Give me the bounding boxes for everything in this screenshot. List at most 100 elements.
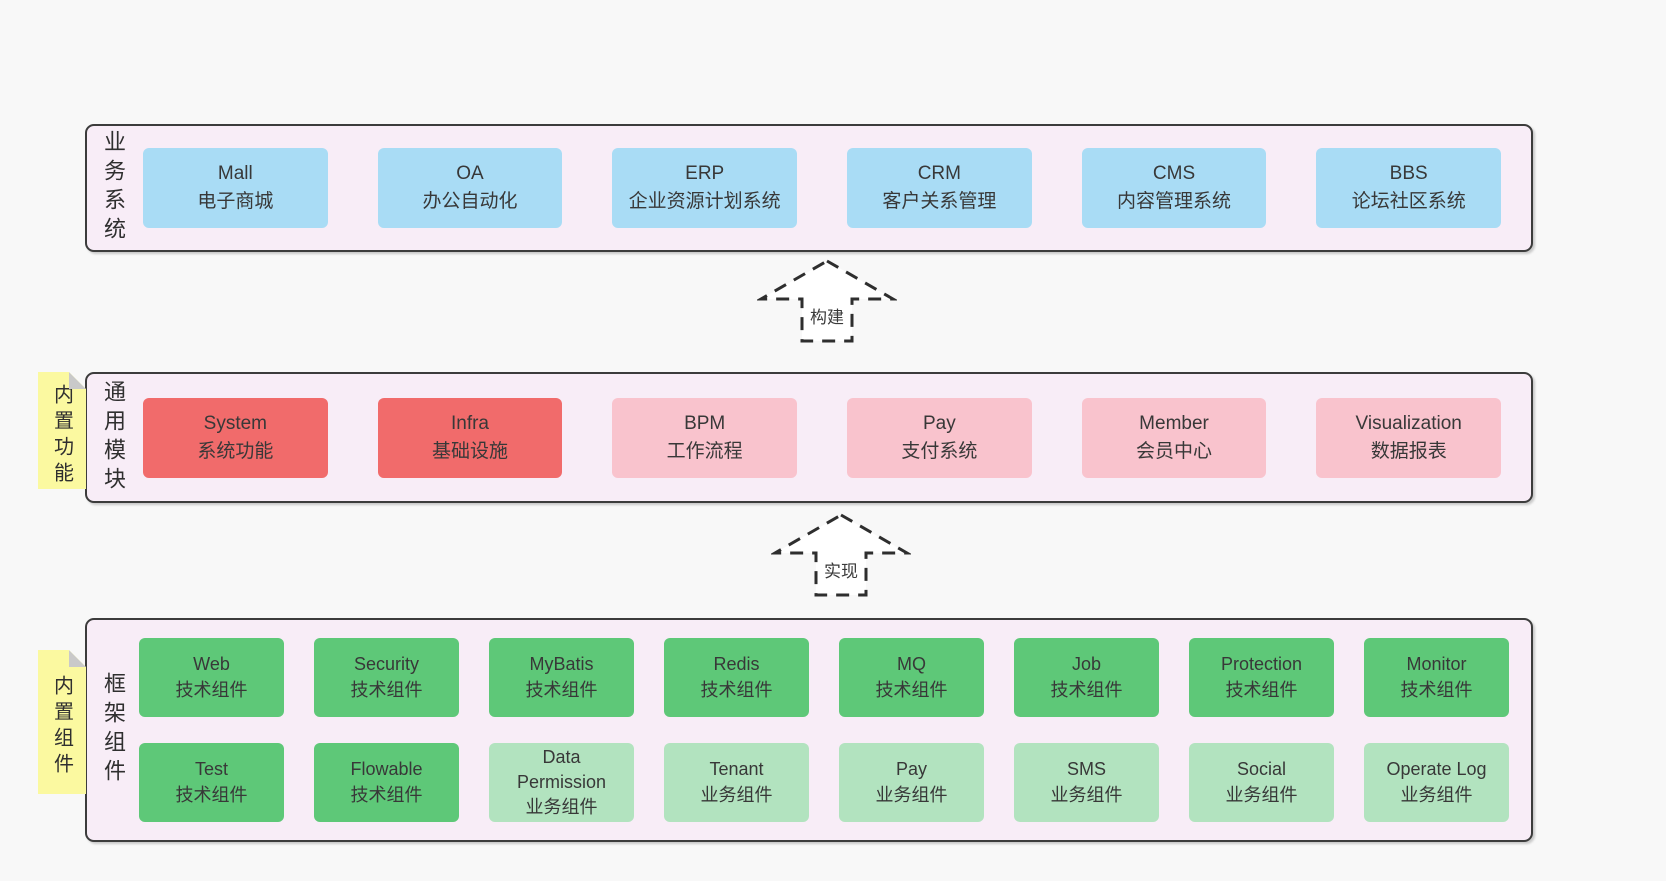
- up-arrow-icon: [771, 513, 911, 597]
- box-title: Visualization: [1355, 412, 1462, 434]
- box-subtitle: 业务组件: [700, 784, 773, 805]
- box-monitor: Monitor 技术组件: [1364, 638, 1509, 717]
- arrow-build-label: 构建: [806, 302, 848, 329]
- box-subtitle: 业务组件: [1225, 784, 1298, 805]
- box-subtitle: 内容管理系统: [1117, 191, 1232, 212]
- box-subtitle: 系统功能: [197, 440, 274, 462]
- box-subtitle: 技术组件: [350, 784, 423, 805]
- sticky-fold-corner-icon: [69, 650, 86, 667]
- box-subtitle: 电子商城: [197, 191, 274, 212]
- box-title: Operate Log: [1386, 759, 1487, 780]
- box-subtitle: 业务组件: [1050, 784, 1123, 805]
- box-title: Test: [194, 759, 228, 780]
- box-title: Social: [1236, 759, 1287, 780]
- box-title: Member: [1139, 412, 1209, 434]
- box-title: BBS: [1389, 163, 1428, 185]
- box-title: Job: [1071, 654, 1102, 675]
- box-title: Mall: [217, 163, 253, 185]
- box-title: Protection: [1220, 654, 1303, 675]
- box-title: OA: [456, 163, 484, 185]
- box-subtitle: 技术组件: [175, 784, 248, 805]
- box-mall: Mall 电子商城: [143, 148, 328, 228]
- modules-boxes-row: System 系统功能 Infra 基础设施 BPM 工作流程 Pay 支付系统…: [135, 397, 1515, 478]
- box-title: BPM: [684, 412, 726, 434]
- sticky-label: 内置功能: [50, 383, 73, 488]
- box-title: CRM: [917, 163, 961, 185]
- box-protection: Protection 技术组件: [1189, 638, 1334, 717]
- box-subtitle: 技术组件: [700, 679, 773, 700]
- box-title: Tenant: [709, 759, 764, 780]
- box-subtitle: 论坛社区系统: [1351, 191, 1466, 212]
- arrow-implement: 实现: [771, 512, 911, 598]
- panel-common-modules: 内置功能 通用模块 System 系统功能 Infra 基础设施 BPM 工作流…: [85, 372, 1533, 503]
- box-subtitle: 办公自动化: [422, 191, 518, 212]
- box-social: Social 业务组件: [1189, 743, 1334, 822]
- box-subtitle: 支付系统: [901, 440, 978, 462]
- box-title: Pay: [895, 759, 928, 780]
- sticky-note-built-in-components: 内置组件: [38, 650, 86, 794]
- box-title: Flowable: [350, 759, 423, 780]
- box-title: Redis: [713, 654, 760, 675]
- box-subtitle: 业务组件: [525, 797, 598, 818]
- arrow-build: 构建: [757, 258, 897, 344]
- box-subtitle: 技术组件: [1400, 679, 1473, 700]
- box-subtitle: 数据报表: [1370, 440, 1447, 462]
- box-flowable: Flowable 技术组件: [314, 743, 459, 822]
- box-title: Monitor: [1406, 654, 1467, 675]
- side-label-framework-components: 框架组件: [101, 672, 126, 788]
- box-cms: CMS 内容管理系统: [1081, 148, 1267, 228]
- up-arrow-icon: [757, 259, 897, 343]
- box-subtitle: 技术组件: [875, 679, 948, 700]
- box-title: CMS: [1152, 163, 1196, 185]
- box-redis: Redis 技术组件: [664, 638, 809, 717]
- box-subtitle: 业务组件: [875, 784, 948, 805]
- box-subtitle: 企业资源计划系统: [628, 191, 781, 212]
- box-subtitle: 技术组件: [1050, 679, 1123, 700]
- box-pay-component: Pay 业务组件: [839, 743, 984, 822]
- box-visualization: Visualization 数据报表: [1316, 397, 1502, 478]
- box-title: MQ: [897, 654, 926, 675]
- box-bpm: BPM 工作流程: [612, 397, 798, 478]
- arrow-implement-label: 实现: [820, 556, 862, 583]
- box-subtitle: 业务组件: [1400, 784, 1473, 805]
- components-row-2: Test 技术组件 Flowable 技术组件 Data Permission …: [139, 743, 1509, 822]
- side-label-common-modules: 通用模块: [101, 379, 126, 496]
- box-web: Web 技术组件: [139, 638, 284, 717]
- box-job: Job 技术组件: [1014, 638, 1159, 717]
- box-pay-system: Pay 支付系统: [847, 397, 1032, 478]
- box-security: Security 技术组件: [314, 638, 459, 717]
- sticky-fold-corner-icon: [69, 372, 86, 389]
- box-subtitle: 技术组件: [350, 679, 423, 700]
- box-test: Test 技术组件: [139, 743, 284, 822]
- box-mq: MQ 技术组件: [839, 638, 984, 717]
- box-title: MyBatis: [529, 654, 594, 675]
- box-subtitle: 技术组件: [525, 679, 598, 700]
- box-title: SMS: [1066, 759, 1106, 780]
- box-operate-log: Operate Log 业务组件: [1364, 743, 1509, 822]
- box-title: Web: [193, 654, 230, 675]
- box-subtitle: 技术组件: [175, 679, 248, 700]
- box-subtitle: 会员中心: [1136, 440, 1213, 462]
- box-subtitle: 客户关系管理: [882, 191, 997, 212]
- panel-business-systems: 业务系统 Mall 电子商城 OA 办公自动化 ERP 企业资源计划系统 CRM…: [85, 124, 1533, 252]
- box-subtitle: 工作流程: [666, 440, 743, 462]
- box-system: System 系统功能: [143, 397, 328, 478]
- sticky-label: 内置组件: [50, 675, 73, 779]
- box-mybatis: MyBatis 技术组件: [489, 638, 634, 717]
- box-title: Data Permission: [516, 746, 607, 792]
- box-crm: CRM 客户关系管理: [847, 148, 1032, 228]
- box-title: ERP: [685, 163, 725, 185]
- components-rows: Web 技术组件 Security 技术组件 MyBatis 技术组件 Redi…: [135, 638, 1515, 822]
- box-subtitle: 基础设施: [432, 440, 509, 462]
- box-oa: OA 办公自动化: [377, 148, 563, 228]
- box-sms: SMS 业务组件: [1014, 743, 1159, 822]
- box-title: Pay: [922, 412, 956, 434]
- box-data-permission: Data Permission 业务组件: [489, 743, 634, 822]
- sticky-note-built-in-features: 内置功能: [38, 372, 86, 489]
- box-infra: Infra 基础设施: [377, 397, 563, 478]
- box-bbs: BBS 论坛社区系统: [1316, 148, 1502, 228]
- box-title: Infra: [450, 412, 490, 434]
- box-title: Security: [353, 654, 420, 675]
- box-tenant: Tenant 业务组件: [664, 743, 809, 822]
